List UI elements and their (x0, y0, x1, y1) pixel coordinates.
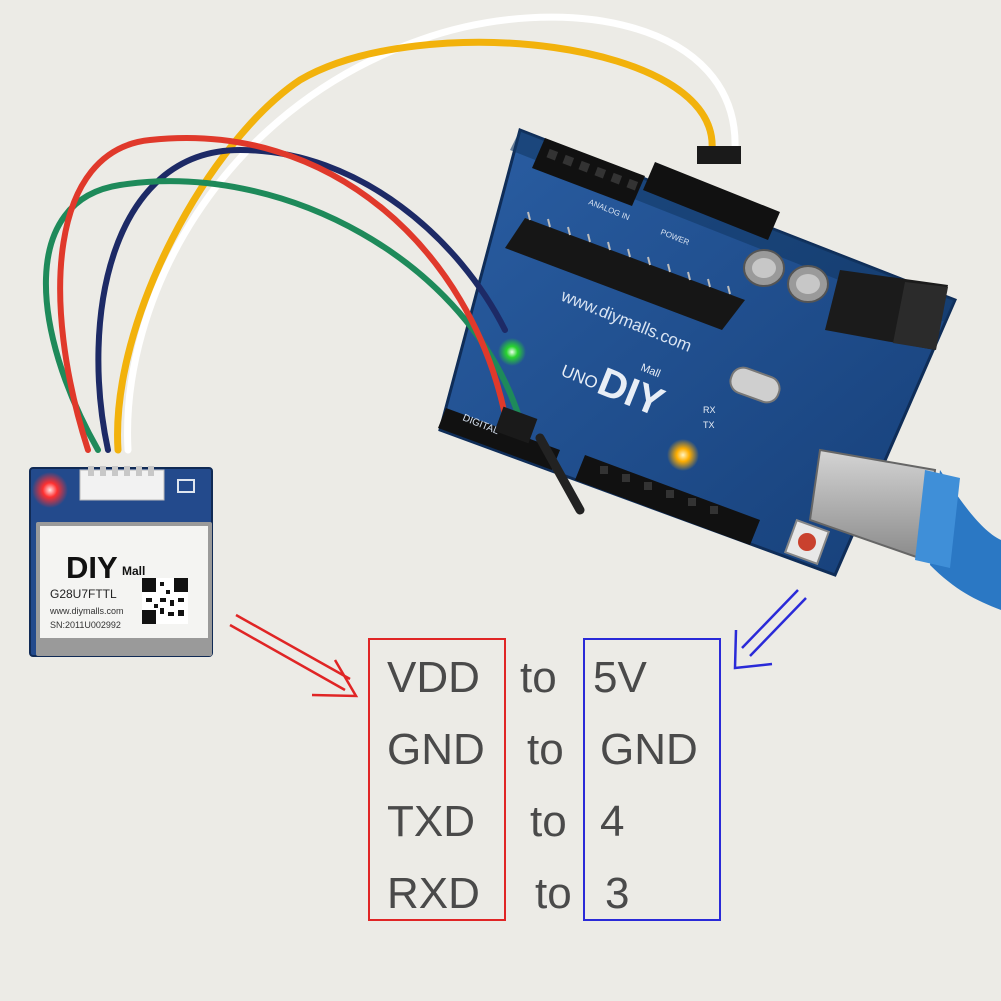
orange-led (667, 439, 699, 471)
analog-header (532, 138, 645, 206)
map-from-rxd: RXD (387, 869, 480, 918)
crystal (729, 366, 781, 404)
map-join-1: to (520, 653, 557, 702)
board-pins-box (583, 638, 721, 921)
digital-header (438, 408, 760, 545)
gps-website: www.diymalls.com (49, 606, 124, 616)
green-led (498, 338, 526, 366)
qr-code (142, 578, 188, 624)
gps-serial: SN:2011U002992 (50, 620, 121, 630)
map-to-5v: 5V (593, 653, 647, 702)
map-join-3: to (530, 797, 567, 846)
map-from-txd: TXD (387, 797, 475, 846)
map-join-4: to (535, 869, 572, 918)
map-to-gnd: GND (600, 725, 698, 774)
power-jack (825, 270, 948, 350)
map-to-4: 4 (600, 797, 625, 846)
jumper-wires (43, 13, 741, 515)
module-pins-box (368, 638, 506, 921)
usb-cable (808, 448, 1001, 610)
map-join-2: to (527, 725, 564, 774)
capacitor (743, 249, 785, 287)
gps-brand-sub: Mall (122, 564, 145, 578)
reset-button (783, 518, 831, 566)
board-rx-label: RX (703, 405, 716, 415)
power-header (643, 162, 780, 240)
red-arrow (229, 613, 359, 698)
gps-model: G28U7FTTL (50, 587, 117, 601)
power-led (32, 472, 68, 508)
capacitor (787, 265, 829, 303)
map-from-vdd: VDD (387, 653, 480, 702)
blue-arrow (733, 589, 807, 670)
map-to-3: 3 (605, 869, 630, 918)
gps-module: DIY Mall G28U7FTTL www.diymalls.com SN:2… (29, 466, 213, 657)
mcu-chip (505, 211, 745, 330)
gps-brand: DIY (66, 550, 118, 585)
board-tx-label: TX (703, 420, 715, 430)
map-from-gnd: GND (387, 725, 485, 774)
